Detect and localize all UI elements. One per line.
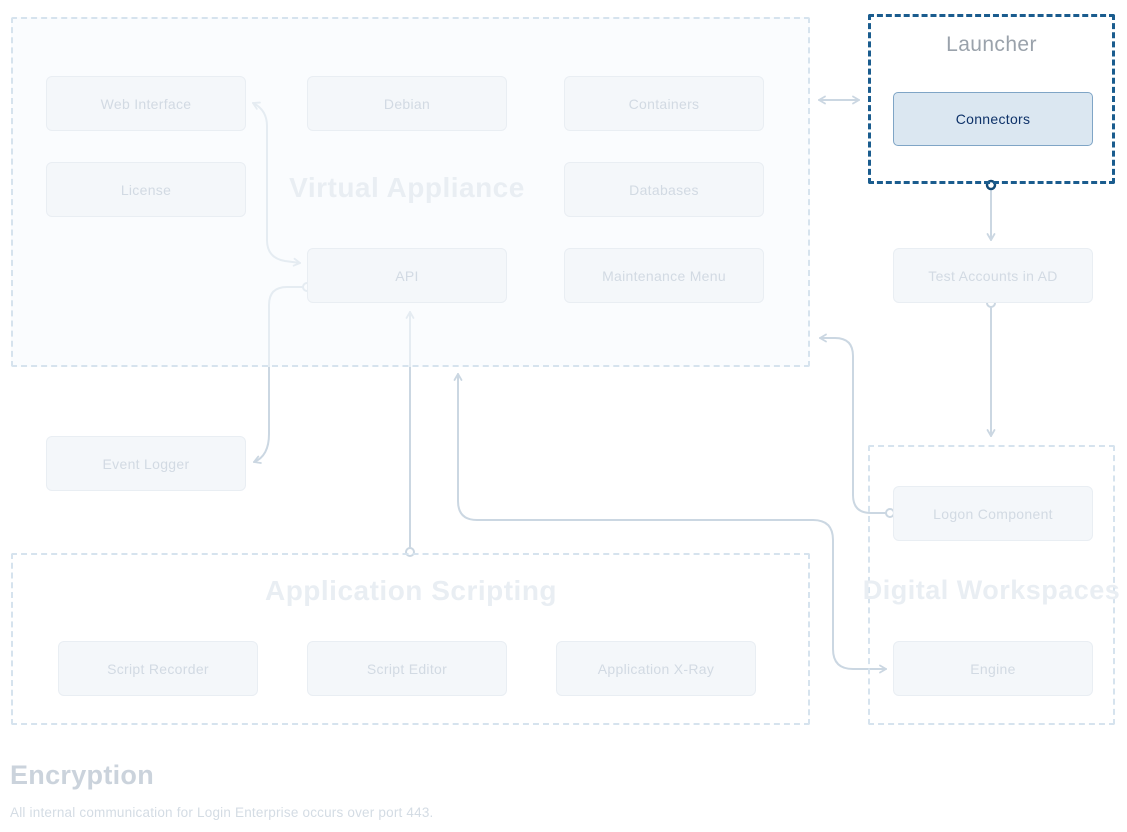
node-label-script-recorder: Script Recorder <box>107 660 209 677</box>
node-label-application-xray: Application X-Ray <box>597 660 715 677</box>
node-label-api: API <box>395 267 419 284</box>
node-label-containers: Containers <box>628 95 700 112</box>
group-title-launcher: Launcher <box>946 33 1037 56</box>
encryption-body: All internal communication for Login Ent… <box>10 805 434 820</box>
node-label-logon-component: Logon Component <box>933 505 1053 522</box>
node-engine[interactable]: Engine <box>893 641 1093 696</box>
node-label-maintenance-menu: Maintenance Menu <box>602 267 726 284</box>
node-label-connectors: Connectors <box>955 111 1031 127</box>
group-launcher <box>868 14 1115 184</box>
node-api[interactable]: API <box>307 248 507 303</box>
node-maintenance-menu[interactable]: Maintenance Menu <box>564 248 764 303</box>
node-label-debian: Debian <box>383 95 431 112</box>
node-connectors[interactable]: Connectors <box>893 92 1093 146</box>
group-title-digital-workspaces: Digital Workspaces <box>862 575 1121 605</box>
node-license[interactable]: License <box>46 162 246 217</box>
node-logon-component[interactable]: Logon Component <box>893 486 1093 541</box>
node-label-web-interface: Web Interface <box>100 95 192 112</box>
group-application-scripting <box>11 553 810 725</box>
group-title-application-scripting: Application Scripting <box>264 575 558 606</box>
group-digital-workspaces <box>868 445 1115 725</box>
encryption-heading: Encryption <box>10 760 155 790</box>
node-event-logger[interactable]: Event Logger <box>46 436 246 491</box>
group-title-virtual-appliance: Virtual Appliance <box>289 172 525 203</box>
node-test-accounts-in-ad[interactable]: Test Accounts in AD <box>893 248 1093 303</box>
node-web-interface[interactable]: Web Interface <box>46 76 246 131</box>
node-script-recorder[interactable]: Script Recorder <box>58 641 258 696</box>
node-application-xray[interactable]: Application X-Ray <box>556 641 756 696</box>
node-label-engine: Engine <box>970 660 1016 677</box>
node-label-test-accounts-in-ad: Test Accounts in AD <box>928 267 1058 284</box>
node-label-license: License <box>120 181 172 198</box>
node-label-script-editor: Script Editor <box>366 660 448 677</box>
node-label-databases: Databases <box>629 181 699 198</box>
node-label-event-logger: Event Logger <box>102 455 190 472</box>
node-containers[interactable]: Containers <box>564 76 764 131</box>
node-script-editor[interactable]: Script Editor <box>307 641 507 696</box>
node-databases[interactable]: Databases <box>564 162 764 217</box>
node-debian[interactable]: Debian <box>307 76 507 131</box>
